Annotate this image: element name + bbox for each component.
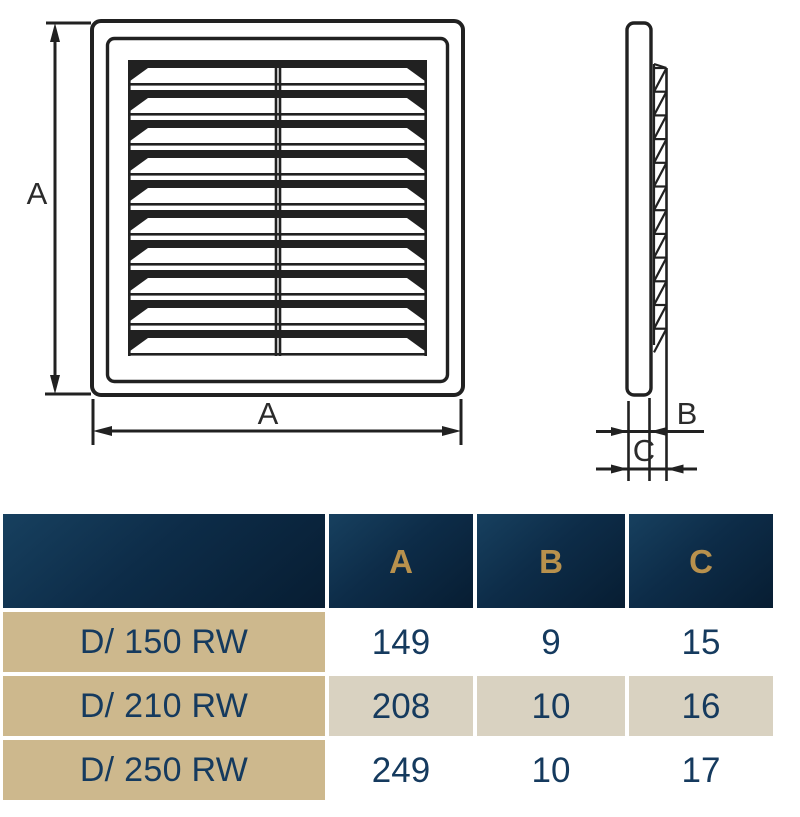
dimension-width-A: A (91, 396, 463, 445)
slat-left-triangle (128, 218, 148, 233)
table-header-A: A (329, 514, 473, 608)
dimension-table: A B C D/ 150 RW 149 9 15 D/ 210 RW 208 1… (3, 514, 773, 800)
height-dim-label: A (27, 176, 48, 211)
slat-right-triangle (407, 278, 427, 293)
slat-left-triangle (128, 188, 148, 203)
slat-edge-line (128, 113, 427, 116)
slat-bar (128, 150, 427, 158)
center-divider-left (274, 60, 278, 356)
slat-right-triangle (407, 128, 427, 143)
louver-profile-sawtooth (652, 62, 668, 481)
louver-slats (128, 60, 427, 356)
table-cell-C: 16 (629, 676, 773, 736)
slat-bar (128, 120, 427, 128)
sawtooth-diagonal (653, 91, 668, 116)
sawtooth-diagonal (653, 67, 668, 93)
arrow-left-icon (666, 464, 684, 474)
slat-bar (128, 60, 427, 68)
table-row-model: D/ 250 RW (3, 740, 325, 800)
slat-right-triangle (407, 68, 427, 83)
sawtooth-diagonal (653, 138, 668, 164)
table-row-model: D/ 150 RW (3, 612, 325, 672)
slat-edge-line (128, 293, 427, 296)
slat-left-triangle (128, 98, 148, 113)
louver-box-right-edge (424, 60, 427, 356)
arrow-down-icon (50, 375, 60, 394)
table-header-C: C (629, 514, 773, 608)
table-cell-C: 15 (681, 622, 721, 662)
slat-edge-line (128, 323, 427, 326)
sawtooth-diagonal (653, 328, 668, 353)
slat-bar (128, 300, 427, 308)
arrow-right-icon (611, 464, 628, 474)
sawtooth-diagonal (653, 185, 668, 211)
sawtooth-diagonal (653, 304, 668, 330)
grille-side-view: B C (596, 21, 704, 481)
slat-bar (128, 330, 427, 338)
slat-edge-line (128, 143, 427, 146)
table-header-B: B (477, 514, 625, 608)
table-cell-B: 10 (531, 750, 571, 790)
sawtooth-diagonal (653, 233, 668, 259)
slat-right-triangle (407, 188, 427, 203)
sawtooth-diagonal (653, 280, 668, 306)
dimension-height-A: A (27, 21, 91, 396)
table-cell-A: 149 (371, 622, 431, 662)
outer-frame (90, 19, 465, 397)
arrow-right-icon (442, 426, 461, 436)
table-header-model-cell (3, 514, 325, 608)
louver-box-left-edge (128, 60, 131, 356)
slat-edge-line (128, 233, 427, 236)
slat-left-triangle (128, 68, 148, 83)
slat-edge-line (128, 263, 427, 266)
technical-drawing: A A B (27, 19, 704, 481)
slat-edge-line (128, 173, 427, 176)
slat-left-triangle (128, 338, 148, 353)
sawtooth-diagonal (653, 209, 668, 235)
table-cell-B: 10 (477, 676, 625, 736)
table-cell-B: 9 (541, 622, 561, 662)
slat-bar (128, 210, 427, 218)
arrow-left-icon (93, 426, 112, 436)
slat-left-triangle (128, 278, 148, 293)
table-cell-A: 208 (329, 676, 473, 736)
table-cell-C: 17 (681, 750, 721, 790)
slat-right-triangle (407, 218, 427, 233)
arrow-left-icon (650, 427, 667, 436)
slat-right-triangle (407, 248, 427, 263)
table-row-model: D/ 210 RW (3, 676, 325, 736)
slat-right-triangle (407, 98, 427, 113)
width-dim-label: A (258, 396, 279, 431)
slat-left-triangle (128, 308, 148, 323)
depth-dim-label: C (633, 433, 655, 468)
slat-left-triangle (128, 128, 148, 143)
slat-edge-line (128, 203, 427, 206)
slat-right-triangle (407, 338, 427, 353)
sawtooth-diagonal (653, 114, 668, 140)
slat-right-triangle (407, 308, 427, 323)
dimension-depth-C: C (596, 433, 697, 474)
grille-front-view (90, 19, 465, 397)
arrow-up-icon (50, 23, 60, 42)
slat-bar (128, 270, 427, 278)
dimension-thickness-B: B (596, 396, 704, 436)
inner-frame (105, 36, 450, 384)
arrow-right-icon (611, 427, 628, 436)
slat-edge-line (128, 83, 427, 86)
thickness-dim-label: B (677, 396, 698, 431)
side-panel (625, 21, 653, 397)
table-cell-A: 249 (371, 750, 431, 790)
slat-left-triangle (128, 158, 148, 173)
sawtooth-diagonal (653, 162, 668, 188)
center-divider-right (278, 60, 282, 356)
slat-bar (128, 240, 427, 248)
slat-left-triangle (128, 248, 148, 263)
slat-edge-line (128, 353, 427, 356)
slat-bar (128, 90, 427, 98)
slat-bar (128, 180, 427, 188)
slat-right-triangle (407, 158, 427, 173)
sawtooth-diagonal (653, 257, 668, 282)
